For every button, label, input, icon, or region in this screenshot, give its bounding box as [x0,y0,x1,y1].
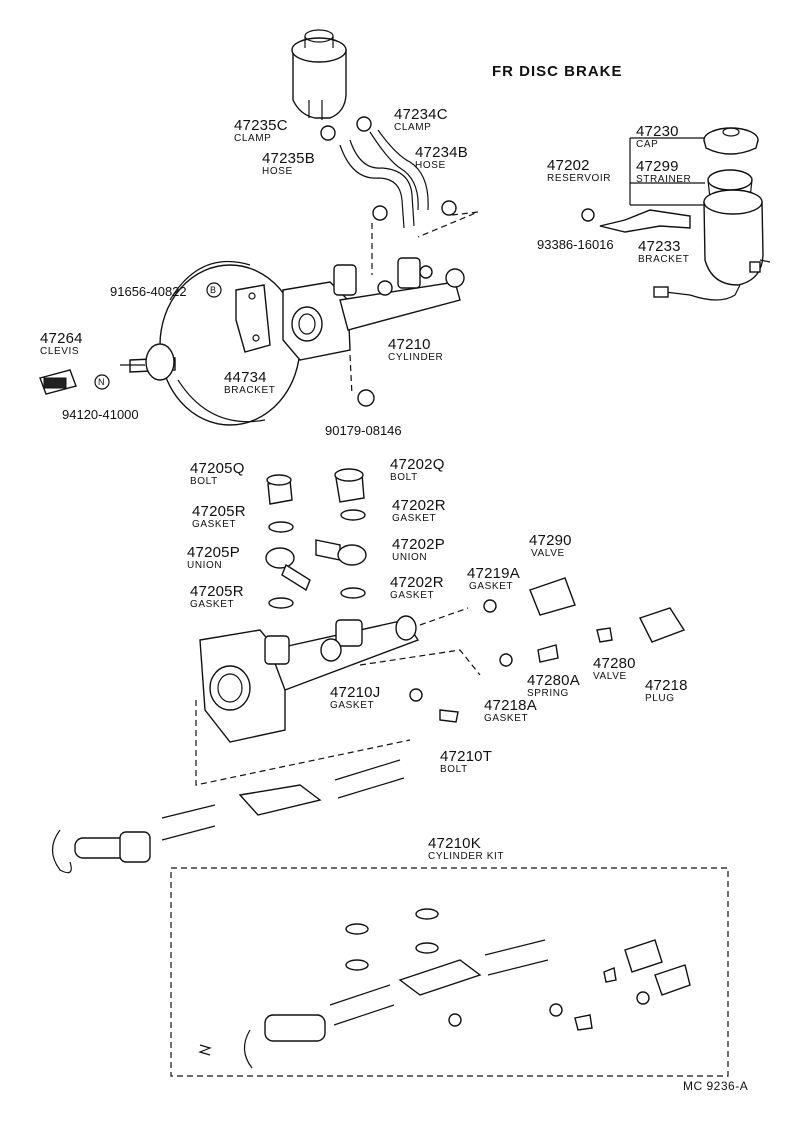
drawing-code: MC 9236-A [683,1079,749,1093]
part-number-47210: 47210 [388,336,431,353]
part-name-47264: CLEVIS [40,346,80,357]
part-name-47202R-upper: GASKET [392,513,437,524]
exploded-cylinder-drawing [51,607,481,874]
part-number-47202R-lower: 47202R [390,574,444,591]
part-number-47235C: 47235C [234,117,288,134]
master-cylinder-drawing [282,257,465,407]
part-name-47205R-upper: GASKET [192,519,237,530]
part-number-93386-16016: 93386-16016 [537,237,614,252]
part-name-47210: CYLINDER [388,352,444,363]
callout-n-letter: N [98,377,106,387]
callout-b-letter: B [210,285,217,295]
part-name-44734: BRACKET [224,385,276,396]
part-name-47210T: BOLT [440,764,468,775]
part-number-47280: 47280 [593,655,636,672]
part-number-47233: 47233 [638,238,681,255]
part-number-47205Q: 47205Q [190,460,245,477]
part-name-47280: VALVE [593,671,627,682]
part-number-47210J: 47210J [330,684,381,701]
part-name-47233: BRACKET [638,254,690,265]
part-number-47218: 47218 [645,677,688,694]
part-name-47202Q: BOLT [390,472,418,483]
part-name-47218A: GASKET [484,713,529,724]
part-name-47290: VALVE [531,548,565,559]
clevis-drawing [39,369,77,395]
part-number-47230: 47230 [636,123,679,140]
part-name-47202P: UNION [392,552,428,563]
part-number-47234C: 47234C [394,106,448,123]
part-name-47210K: CYLINDER KIT [428,851,505,862]
part-number-91656-40822: 91656-40822 [110,284,187,299]
part-name-47235B: HOSE [262,166,293,177]
diagram-title: FR DISC BRAKE [492,63,623,80]
part-number-47235B: 47235B [262,150,315,167]
small-reservoir-drawing [291,29,347,120]
part-name-47280A: SPRING [527,688,569,699]
part-number-47202: 47202 [547,157,590,174]
part-name-47205R-lower: GASKET [190,599,235,610]
cylinder-kit-box [170,867,729,1077]
part-name-47234C: CLAMP [394,122,432,133]
part-number-47202P: 47202P [392,536,445,553]
part-number-47218A: 47218A [484,697,537,714]
part-number-47280A: 47280A [527,672,580,689]
fittings-drawing [265,468,686,723]
part-name-47230: CAP [636,139,659,150]
part-number-47205P: 47205P [187,544,240,561]
part-name-47235C: CLAMP [234,133,272,144]
hose-drawing [320,116,479,275]
part-number-47210T: 47210T [440,748,493,765]
part-number-47264: 47264 [40,330,83,347]
part-name-47202: RESERVOIR [547,173,612,184]
reservoir-assembly-drawing [581,127,771,301]
part-number-47219A: 47219A [467,565,520,582]
part-number-47290: 47290 [529,532,572,549]
part-number-47202R-upper: 47202R [392,497,446,514]
part-number-47202Q: 47202Q [390,456,445,473]
part-number-47205R-lower: 47205R [190,583,244,600]
part-name-47210J: GASKET [330,700,375,711]
part-number-47210K: 47210K [428,835,481,852]
part-name-47205P: UNION [187,560,223,571]
part-number-90179-08146: 90179-08146 [325,423,402,438]
part-number-47205R-upper: 47205R [192,503,246,520]
part-number-94120-41000: 94120-41000 [62,407,139,422]
part-name-47234B: HOSE [415,160,446,171]
part-name-47299: STRAINER [636,174,692,185]
part-number-47234B: 47234B [415,144,468,161]
part-name-47205Q: BOLT [190,476,218,487]
part-number-44734: 44734 [224,369,267,386]
part-name-47218: PLUG [645,693,675,704]
brake-booster-drawing [120,261,301,426]
part-name-47202R-lower: GASKET [390,590,435,601]
callout-circles [94,282,222,390]
part-number-47299: 47299 [636,158,679,175]
part-name-47219A: GASKET [469,581,514,592]
